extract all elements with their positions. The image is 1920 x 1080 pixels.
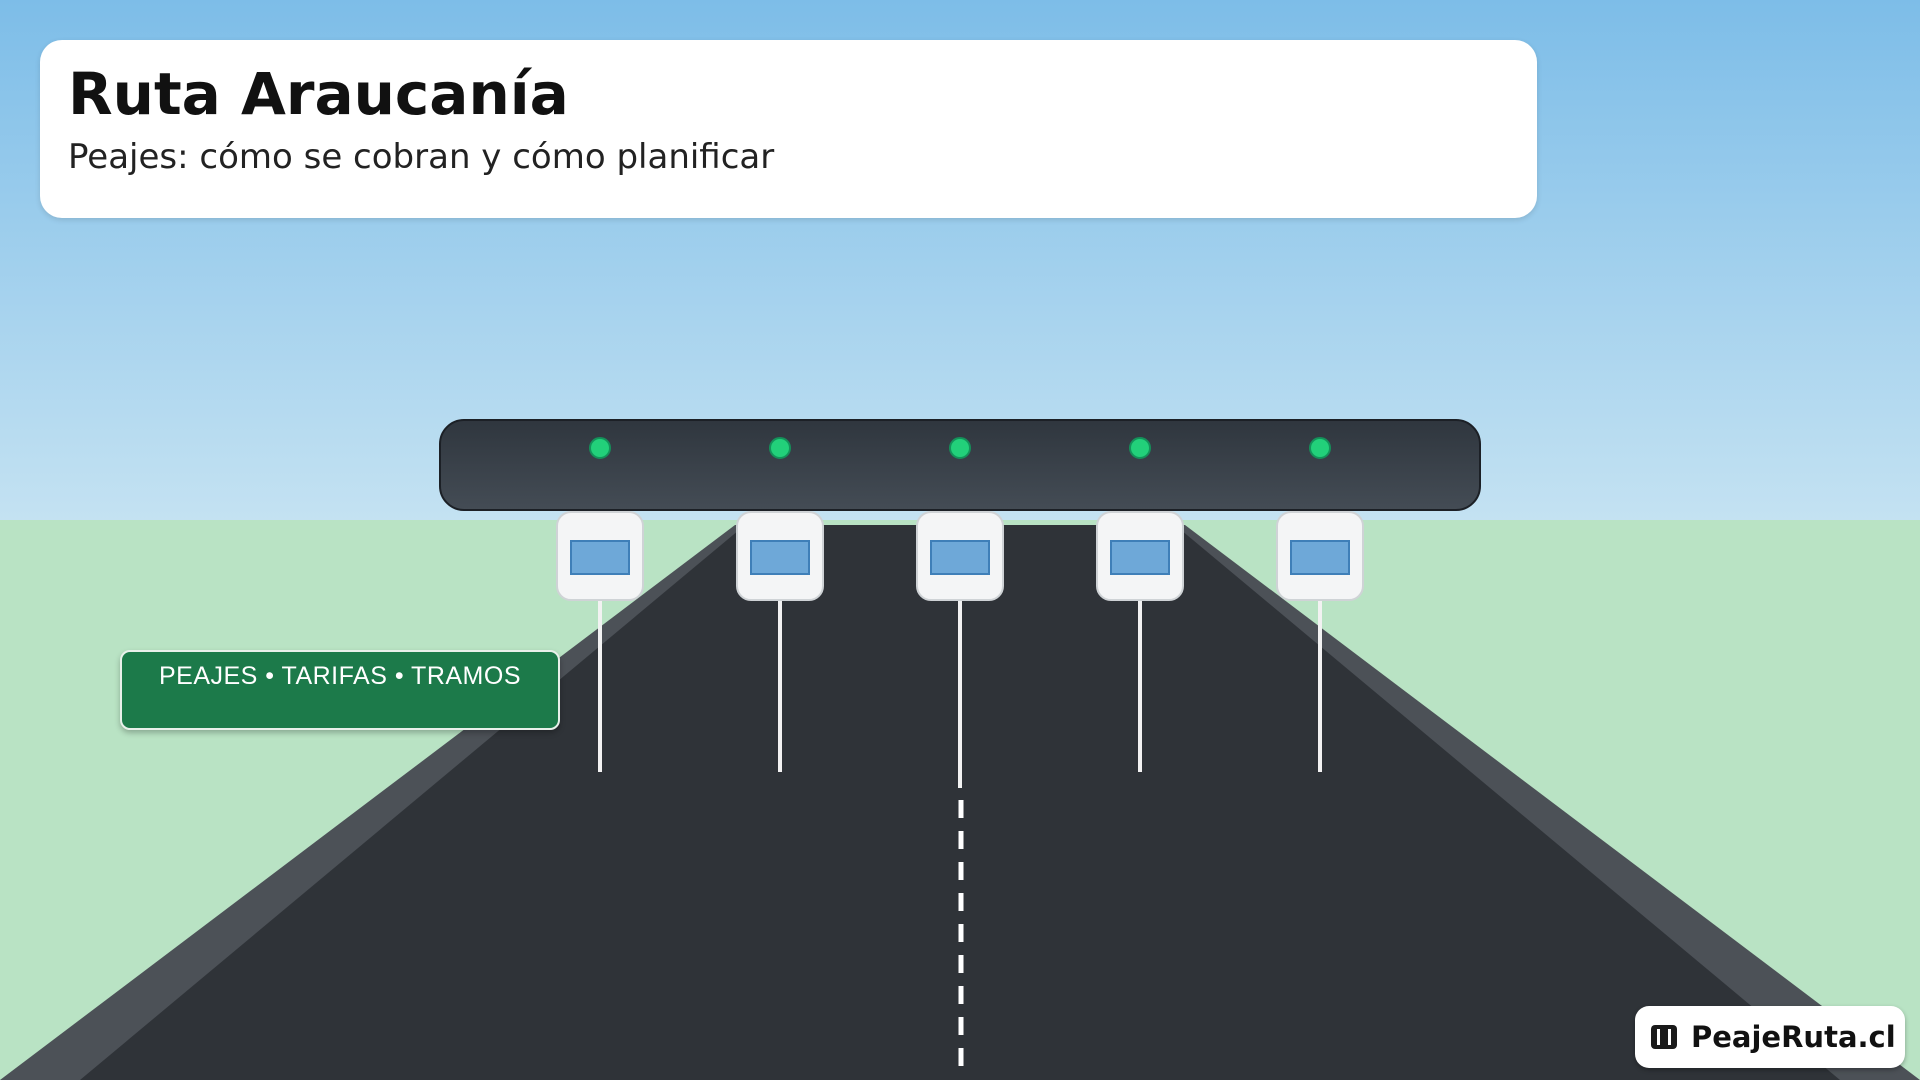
road-book-icon <box>1651 1025 1677 1049</box>
highway-sign: PEAJES • TARIFAS • TRAMOS <box>120 650 560 730</box>
toll-gantry <box>439 419 1481 788</box>
lane-status-light <box>1309 437 1331 459</box>
page-title: Ruta Araucanía <box>68 60 569 128</box>
brand-name: PeajeRuta.cl <box>1691 1020 1896 1054</box>
brand-badge[interactable]: PeajeRuta.cl <box>1635 1006 1905 1068</box>
lane-status-light <box>1129 437 1151 459</box>
lane-camera-screen <box>930 540 990 575</box>
lane-camera-screen <box>1290 540 1350 575</box>
lane-camera-screen <box>570 540 630 575</box>
page-subtitle: Peajes: cómo se cobran y cómo planificar <box>68 136 775 177</box>
title-card: Ruta Araucanía Peajes: cómo se cobran y … <box>40 40 1537 218</box>
lane-status-light <box>769 437 791 459</box>
lane-status-light <box>949 437 971 459</box>
lane-status-light <box>589 437 611 459</box>
lane-camera-screen <box>1110 540 1170 575</box>
highway-sign-text: PEAJES • TARIFAS • TRAMOS <box>158 662 522 690</box>
gantry-beam <box>439 419 1481 511</box>
lane-camera-screen <box>750 540 810 575</box>
